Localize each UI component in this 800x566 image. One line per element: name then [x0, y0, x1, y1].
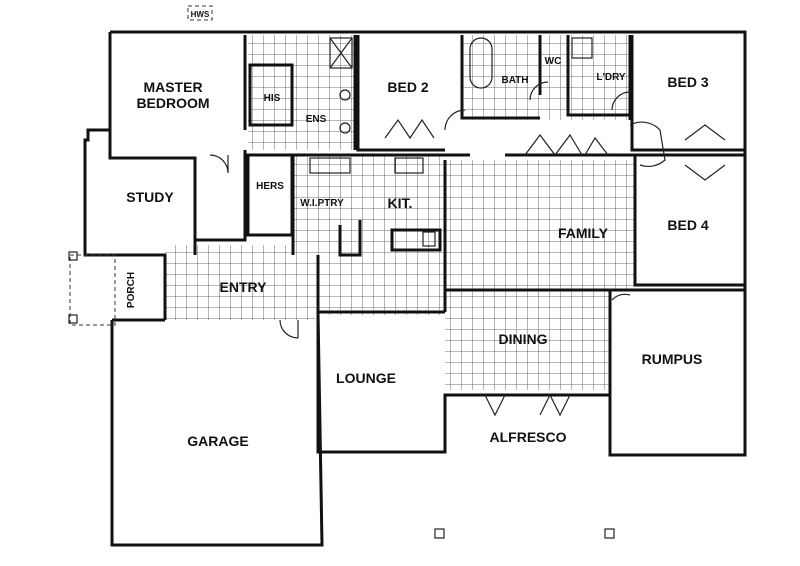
room-study: STUDY — [126, 189, 174, 205]
room-alfresco: ALFRESCO — [490, 429, 567, 445]
fixtures — [309, 37, 726, 247]
doors — [209, 81, 666, 417]
basin-icon — [339, 89, 351, 101]
room-master-line2: BEDROOM — [136, 95, 209, 111]
room-labels: MASTER BEDROOM STUDY PORCH ENTRY GARAGE … — [126, 56, 709, 449]
post-icon — [604, 528, 615, 539]
room-entry: ENTRY — [220, 279, 268, 295]
room-rumpus: RUMPUS — [642, 351, 703, 367]
room-kitchen: KIT. — [388, 195, 413, 211]
cooktop-icon — [394, 157, 424, 174]
shower-icon — [329, 37, 353, 69]
room-bed3: BED 3 — [667, 74, 708, 90]
laundry-tub-icon — [571, 37, 593, 59]
basin-icon — [339, 122, 351, 134]
robe-doors-icon — [384, 118, 435, 140]
room-family: FAMILY — [558, 225, 609, 241]
room-bed2: BED 2 — [387, 79, 428, 95]
tiled-floors — [165, 35, 635, 390]
room-wc: WC — [545, 56, 562, 67]
room-bed4: BED 4 — [667, 217, 708, 233]
sink-icon — [309, 157, 351, 174]
robe-doors-icon — [684, 124, 726, 181]
porch-outline — [69, 254, 116, 326]
room-master-line1: MASTER — [143, 79, 202, 95]
exterior-walls — [83, 30, 747, 547]
room-porch: PORCH — [126, 272, 137, 308]
interior-walls — [108, 32, 745, 450]
island-sink-icon — [422, 231, 436, 247]
hws-unit — [187, 5, 213, 21]
bathtub-icon — [469, 37, 493, 89]
post-icon — [68, 251, 78, 261]
post-icon — [68, 314, 78, 324]
room-his: HIS — [264, 93, 281, 104]
post-icon — [434, 528, 445, 539]
room-dining: DINING — [499, 331, 548, 347]
hws-label: HWS — [191, 10, 210, 19]
room-garage: GARAGE — [187, 433, 248, 449]
robe-doors-icon — [524, 133, 609, 156]
room-lounge: LOUNGE — [336, 370, 396, 386]
room-pantry: W.I.PTRY — [300, 198, 344, 209]
room-ens: ENS — [306, 114, 327, 125]
room-hers: HERS — [256, 181, 284, 192]
room-laundry: L'DRY — [596, 72, 626, 83]
room-bath: BATH — [501, 75, 528, 86]
